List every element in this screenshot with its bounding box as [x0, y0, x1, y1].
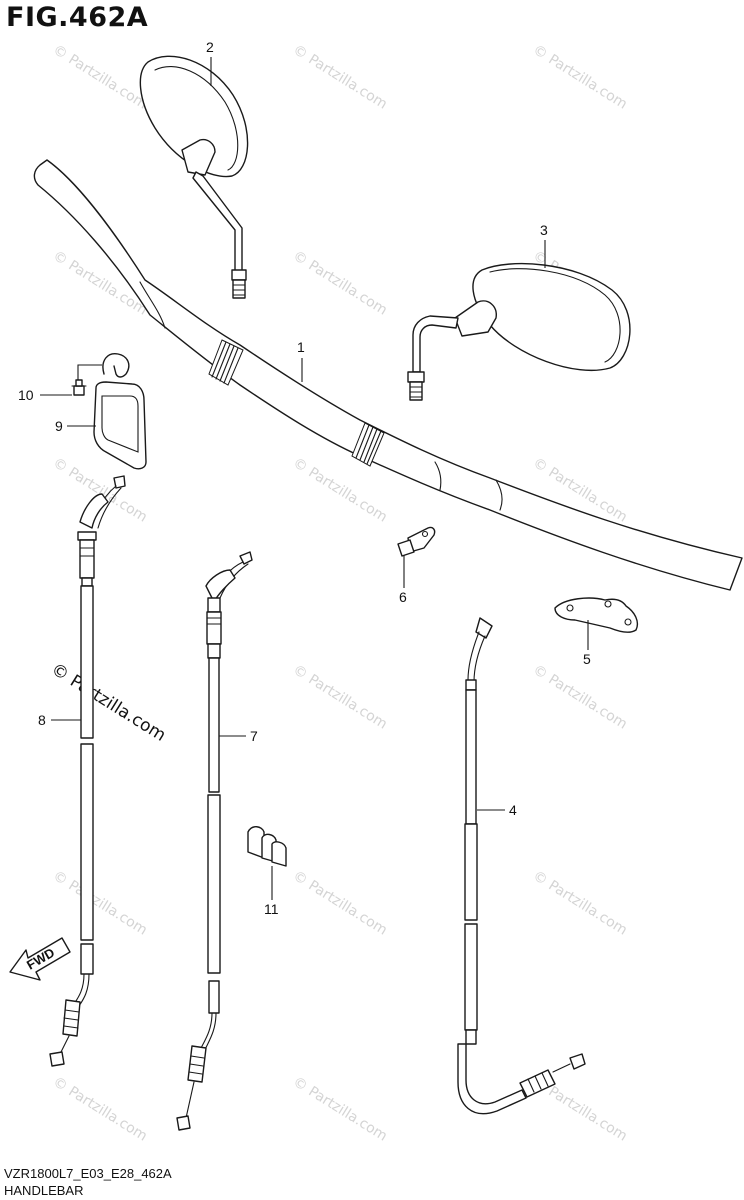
figure-title: FIG.462A: [6, 2, 149, 33]
watermark: © Partzilla.com: [50, 1074, 150, 1145]
callout-7: 7: [219, 728, 258, 744]
watermark: © Partzilla.com: [290, 248, 390, 319]
watermark: © Partzilla.com: [50, 868, 150, 939]
callout-6: 6: [399, 555, 407, 605]
callout-11: 11: [264, 866, 279, 917]
callout-label: 7: [250, 728, 258, 744]
callout-label: 5: [583, 651, 591, 667]
part-6-clamp[interactable]: [397, 526, 436, 557]
callout-label: 6: [399, 589, 407, 605]
watermark: © Partzilla.com: [290, 455, 390, 526]
handlebar-band-right: [351, 422, 385, 467]
callout-1: 1: [297, 339, 305, 382]
callout-label: 11: [264, 901, 279, 917]
part-3-mirror-right[interactable]: [407, 262, 631, 401]
watermark: © Partzilla.com: [530, 42, 630, 113]
watermark-layer: © Partzilla.com © Partzilla.com © Partzi…: [47, 42, 630, 1145]
callout-label: 4: [509, 802, 517, 818]
callout-label: 1: [297, 339, 305, 355]
model-code: VZR1800L7_E03_E28_462A: [4, 1166, 172, 1181]
watermark: © Partzilla.com: [290, 1074, 390, 1145]
watermark-large: © Partzilla.com: [47, 659, 169, 745]
callout-label: 8: [38, 712, 46, 728]
callout-2: 2: [206, 39, 214, 86]
watermark: © Partzilla.com: [530, 662, 630, 733]
watermark: © Partzilla.com: [290, 42, 390, 113]
watermark: © Partzilla.com: [50, 42, 150, 113]
part-9-gasket[interactable]: [93, 353, 147, 470]
part-2-mirror-left[interactable]: [139, 55, 249, 299]
part-5-bracket[interactable]: [554, 597, 639, 633]
part-10-screw[interactable]: [71, 379, 87, 396]
callout-10: 10: [18, 364, 102, 403]
callout-8: 8: [38, 712, 81, 728]
section-name: HANDLEBAR: [4, 1183, 84, 1198]
part-11-clip[interactable]: [247, 826, 287, 867]
callout-5: 5: [583, 620, 591, 667]
callout-4: 4: [477, 802, 517, 818]
callout-label: 10: [18, 387, 34, 403]
fwd-direction-arrow: FWD: [9, 937, 71, 981]
handlebar-band-left: [208, 339, 244, 386]
part-8-cable[interactable]: [49, 475, 126, 1067]
watermark: © Partzilla.com: [290, 868, 390, 939]
part-1-handlebar[interactable]: [33, 159, 743, 591]
callout-3: 3: [540, 222, 548, 268]
callout-9: 9: [55, 418, 96, 434]
callout-label: 9: [55, 418, 63, 434]
watermark: © Partzilla.com: [530, 868, 630, 939]
part-4-cable[interactable]: [457, 617, 586, 1115]
callout-label: 2: [206, 39, 214, 55]
callout-label: 3: [540, 222, 548, 238]
watermark: © Partzilla.com: [290, 662, 390, 733]
part-7-cable[interactable]: [176, 551, 253, 1131]
